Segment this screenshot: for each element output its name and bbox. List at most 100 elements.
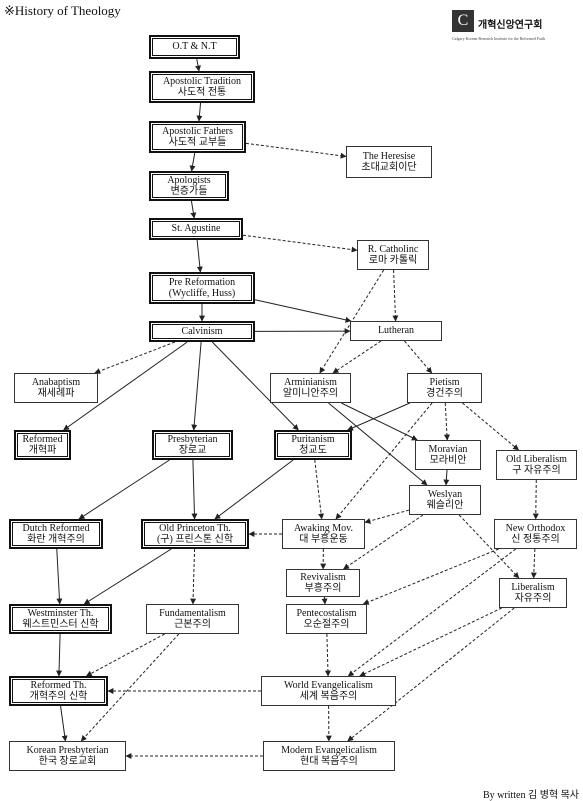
- edge-lutheran-to-arminianism: [332, 340, 382, 374]
- node-label-ko: 웨스트민스터 신학: [22, 619, 99, 630]
- node-label-ko: 화란 개혁주의: [27, 534, 85, 545]
- node-label-ko: 오순절주의: [303, 619, 350, 630]
- node-label-ko: 재세례파: [37, 388, 75, 399]
- node-reformed-theology: Reformed Th.개혁주의 신학: [9, 676, 108, 706]
- edge-puritanism-to-old_princeton: [214, 459, 294, 520]
- node-label: Reformed Th.: [30, 679, 87, 691]
- edge-westminster-to-reformed_th: [56, 633, 63, 677]
- node-label-ko: 자유주의: [514, 593, 552, 604]
- edge-pietism-to-puritanism: [347, 402, 411, 431]
- node-pre-reformation: Pre Reformation(Wycliffe, Huss): [149, 272, 255, 304]
- edge-calvinism-to-presbyterian: [191, 341, 202, 431]
- logo-subtitle: Calgary Korean Research Institute for th…: [452, 36, 545, 41]
- node-label: World Evangelicalism: [284, 679, 373, 691]
- edge-arminianism-to-moravian: [341, 402, 418, 441]
- edge-calvinism-to-anabaptism: [94, 341, 176, 374]
- node-label: Moravian: [428, 443, 468, 455]
- logo-mark-icon: C: [452, 10, 474, 32]
- author-credit: By written 김 병혁 목사: [483, 790, 579, 801]
- edge-augustine-to-pre_reformation: [196, 239, 203, 273]
- node-label: Lutheran: [377, 325, 415, 337]
- edge-new_orthodox-to-liberalism: [530, 548, 537, 579]
- node-label: Revivalism: [300, 571, 346, 583]
- node-label: Anabaptism: [31, 376, 81, 388]
- node-label-ko: 구 자유주의: [512, 465, 561, 476]
- node-label: R. Catholinc: [367, 243, 419, 255]
- logo-name: 개혁신앙연구회: [478, 20, 543, 31]
- node-label: St. Agustine: [171, 223, 221, 235]
- edge-pre_reformation-to-lutheran: [254, 299, 352, 323]
- edge-old_princeton-to-westminster: [83, 548, 172, 605]
- node-label-ko: 사도적 전통: [177, 87, 227, 98]
- edge-reformed_th-to-korean_presbyterian: [60, 705, 68, 742]
- edge-arminianism-to-wesleyan: [328, 402, 428, 486]
- node-label: New Orthodox: [505, 522, 566, 534]
- logo: C 개혁신앙연구회 Calgary Korean Research Instit…: [452, 6, 578, 46]
- node-label: Arminianism: [284, 376, 337, 388]
- node-label-ko: 변증가들: [170, 186, 208, 197]
- edge-wesleyan-to-liberalism: [458, 514, 520, 579]
- node-label-ko: 사도적 교부들: [168, 137, 227, 148]
- edge-presbyterian-to-old_princeton: [191, 459, 198, 520]
- edge-pietism-to-awaking: [335, 402, 433, 520]
- edge-pietism-to-old_liberalism: [462, 402, 520, 451]
- edge-presbyterian-to-dutch_reformed: [78, 459, 170, 520]
- node-label-ko: 모라비안: [429, 455, 467, 466]
- node-label: Old Princeton Th.: [159, 522, 231, 534]
- edge-revivalism-to-pentecostalism: [321, 596, 328, 605]
- node-label-ko: 웨슬리안: [426, 500, 464, 511]
- node-lutheran: Lutheran: [350, 321, 442, 341]
- node-label: Puritanism: [291, 433, 335, 445]
- node-label: Apologists: [167, 174, 211, 186]
- node-old-princeton: Old Princeton Th.(구) 프린스톤 신학: [141, 519, 249, 549]
- node-label-ko: 부흥주의: [304, 583, 342, 594]
- node-label: Apostolic Tradition: [162, 75, 242, 87]
- node-label-ko: 초대교회이단: [361, 162, 417, 173]
- node-label: Weslyan: [427, 488, 463, 500]
- node-label: Liberalism: [511, 581, 555, 593]
- node-westminster: Westminster Th.웨스트민스터 신학: [9, 604, 112, 634]
- edge-fundamentalism-to-korean_presbyterian: [80, 633, 180, 742]
- edge-old_princeton-to-fundamentalism: [190, 548, 197, 605]
- node-label: Dutch Reformed: [22, 522, 90, 534]
- node-label-ko: 신 정통주의: [511, 534, 560, 545]
- node-ot-nt: O.T & N.T: [149, 35, 240, 59]
- edge-calvinism-to-puritanism: [211, 341, 299, 431]
- node-label-ko: 개혁주의 신학: [29, 691, 88, 702]
- node-label-ko: 한국 장로교회: [38, 756, 97, 767]
- edge-dutch_reformed-to-westminster: [56, 548, 63, 605]
- node-label: The Heresise: [362, 150, 416, 162]
- node-label: Pentecostalism: [296, 607, 357, 619]
- edge-apostolic_tradition-to-apostolic_fathers: [196, 102, 203, 122]
- node-label-ko: 개혁파: [28, 445, 57, 456]
- edge-liberalism-to-modern_evangelicalism: [347, 607, 515, 742]
- edge-new_orthodox-to-world_evangelicalism: [347, 548, 517, 677]
- node-label-ko: 대 부흥운동: [299, 534, 348, 545]
- node-label-ko: 알미니안주의: [282, 388, 339, 399]
- edge-apologists-to-augustine: [190, 200, 197, 219]
- node-label: Fundamentalism: [159, 607, 226, 619]
- edge-old_liberalism-to-new_orthodox: [532, 479, 539, 520]
- node-label-ko: 청교도: [299, 445, 327, 456]
- node-label-ko: 근본주의: [174, 619, 211, 630]
- page-title: ※History of Theology: [4, 3, 121, 18]
- node-label-ko: 로마 카톨릭: [368, 255, 418, 266]
- node-label: O.T & N.T: [172, 41, 217, 53]
- node-label-ko: (구) 프린스톤 신학: [156, 534, 234, 545]
